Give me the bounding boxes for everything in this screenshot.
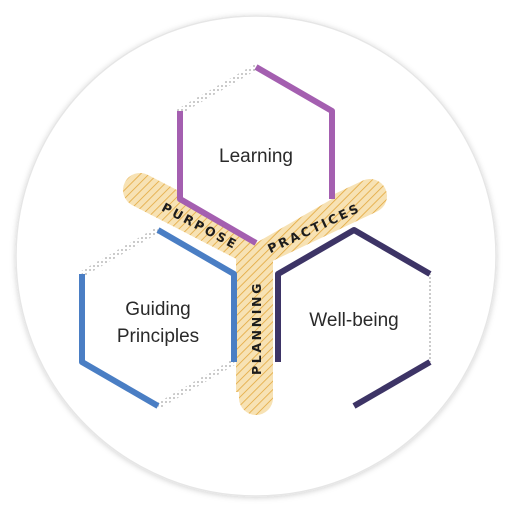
hexagon-learning-border-right bbox=[254, 64, 335, 199]
band-practices bbox=[239, 179, 387, 267]
band-purpose bbox=[123, 173, 273, 267]
hexagon-wellbeing-border-top bbox=[275, 227, 432, 362]
hexagon-wellbeing-border-bottom bbox=[352, 359, 432, 409]
hexagon-principles-dots-top bbox=[80, 227, 160, 277]
hexagon-wellbeing-label: Well-being bbox=[309, 310, 398, 331]
hexagon-learning-label: Learning bbox=[219, 146, 293, 167]
hexagon-principles-label-line2: Principles bbox=[117, 326, 199, 347]
hexagon-guiding-principles[interactable]: Guiding Principles bbox=[79, 227, 237, 409]
hexagon-wellbeing-body bbox=[278, 230, 430, 406]
hexagon-principles-border-right bbox=[156, 227, 237, 362]
hexagon-principles-dots-bottom bbox=[156, 359, 236, 409]
hexagon-learning-border-left bbox=[177, 111, 258, 246]
hexagon-well-being[interactable]: Well-being bbox=[275, 227, 433, 409]
hexagon-principles-body bbox=[82, 230, 234, 406]
band-label-planning: PLANNING bbox=[249, 281, 264, 375]
hexagon-learning-body bbox=[180, 67, 332, 243]
connector-bands bbox=[123, 173, 387, 415]
hexagon-principles-label-line1: Guiding bbox=[125, 299, 191, 320]
hexagon-learning[interactable]: Learning bbox=[177, 64, 335, 246]
hexagon-principles-border-left bbox=[79, 274, 160, 409]
